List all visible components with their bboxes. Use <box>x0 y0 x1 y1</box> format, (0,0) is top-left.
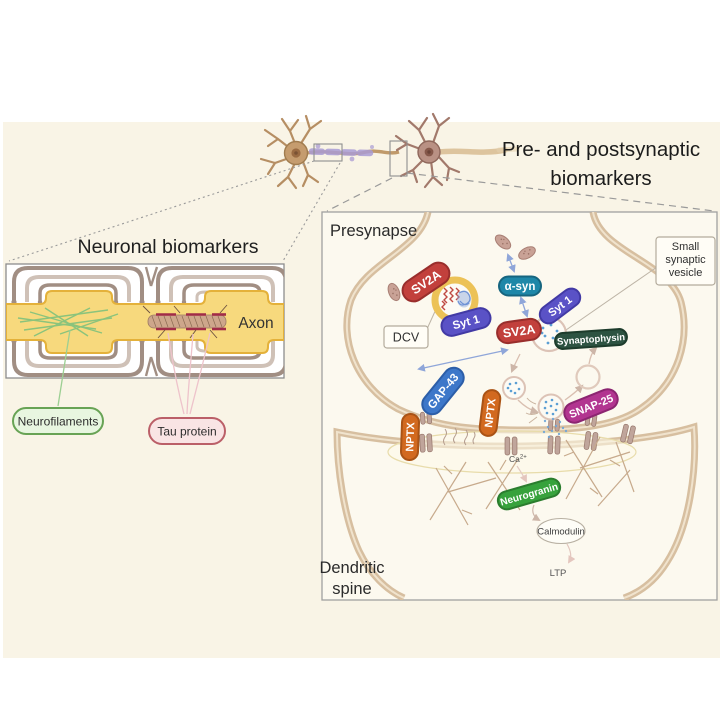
ssv-pointer-line <box>565 266 658 331</box>
svg-text:SV2A: SV2A <box>502 322 536 340</box>
small-vesicle <box>502 376 526 400</box>
released-neurotransmitter-dots <box>542 417 568 439</box>
svg-text:Neurofilaments: Neurofilaments <box>18 415 99 429</box>
calcium-arrow <box>516 465 527 483</box>
svg-text:vesicle: vesicle <box>669 267 703 279</box>
axon-illustration <box>6 266 284 377</box>
svg-text:Small: Small <box>672 241 700 253</box>
neurofilaments-illustration <box>17 307 119 337</box>
svg-text:Dendritic: Dendritic <box>319 559 384 577</box>
svg-text:synaptic: synaptic <box>665 254 706 266</box>
axon-label: Axon <box>238 315 273 332</box>
dcv-cargo-red <box>441 286 460 311</box>
pill-syt1-dcv: Syt 1 <box>440 307 492 337</box>
myelin-sheath-bottom <box>9 336 284 377</box>
ltp-label: LTP <box>550 568 567 579</box>
tau-tangles-illustration <box>142 304 228 339</box>
neurofilaments-pointer-line <box>57 329 71 407</box>
presynaptic-membrane <box>343 212 688 434</box>
tau-protein-tag: Tau protein <box>148 417 226 445</box>
neuron-illustration <box>259 112 520 190</box>
svg-text:NPTX: NPTX <box>483 397 499 428</box>
pill-sv2a-vesicle: SV2A <box>496 317 542 345</box>
neurogranin-arrow <box>531 504 541 522</box>
presynaptic-neuron <box>259 114 323 190</box>
neuronal-panel-title: Neuronal biomarkers <box>78 236 259 258</box>
svg-text:α-syn: α-syn <box>505 281 536 293</box>
myelin-segments <box>308 148 374 157</box>
axon-band <box>6 290 284 354</box>
protein-pills: SV2A Syt 1 α-syn SV2A Syt 1 Synaptophysi… <box>399 261 628 511</box>
svg-text:Synaptophysin: Synaptophysin <box>557 332 626 348</box>
zoom-connector-lines <box>8 160 715 262</box>
neurofilaments-tag: Neurofilaments <box>12 407 104 435</box>
calmodulin-arrow <box>566 543 576 564</box>
dendritic-spine-label: Dendritic spine <box>319 559 384 598</box>
synapse-zoom-box <box>389 140 408 177</box>
presynapse-label: Presynapse <box>330 222 417 240</box>
small-synaptic-vesicle-tag: Small synaptic vesicle <box>655 236 716 286</box>
svg-text:Pre- and postsynaptic: Pre- and postsynaptic <box>502 138 700 161</box>
svg-text:biomarkers: biomarkers <box>550 167 651 190</box>
svg-text:spine: spine <box>332 580 371 598</box>
axon-zoom-box <box>313 143 343 162</box>
svg-text:DCV: DCV <box>393 331 420 345</box>
calmodulin-node: Calmodulin <box>536 517 586 545</box>
pill-synaptophysin: Synaptophysin <box>554 328 628 350</box>
calcium-label: Ca2+ <box>509 454 527 464</box>
dense-core-vesicle <box>431 276 479 324</box>
interaction-arrows <box>417 253 529 372</box>
empty-vesicle <box>575 364 601 390</box>
dcv-tag: DCV <box>383 325 429 349</box>
pill-nptx-left: NPTX <box>399 413 421 461</box>
pill-nptx-mid: NPTX <box>478 389 502 437</box>
svg-text:Calmodulin: Calmodulin <box>537 527 585 538</box>
cleft-glycoproteins <box>443 427 476 446</box>
tau-pointer-lines <box>167 332 211 415</box>
svg-text:Tau protein: Tau protein <box>157 425 216 439</box>
pill-alpha-syn: α-syn <box>498 275 542 297</box>
myelin-sheath-top <box>9 266 284 307</box>
svg-text:NPTX: NPTX <box>404 421 417 451</box>
main-title: Pre- and postsynaptic biomarkers <box>502 138 700 190</box>
